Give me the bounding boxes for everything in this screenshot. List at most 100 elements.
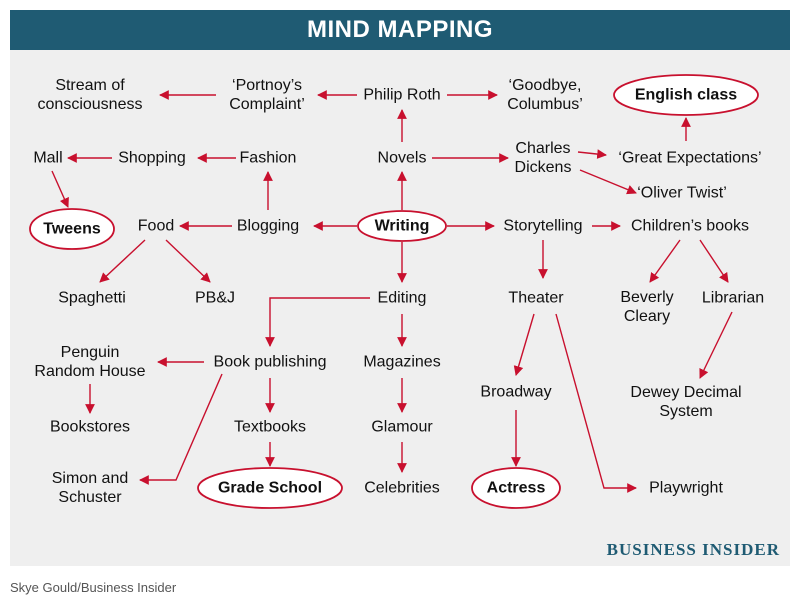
edge-arrow <box>579 169 637 195</box>
node-label: Complaint’ <box>229 96 305 113</box>
edge-arrow <box>51 170 69 208</box>
edge-arrow <box>577 149 607 159</box>
node-label: Fashion <box>240 150 297 167</box>
edges <box>51 90 733 493</box>
brand-logo: BUSINESS INSIDER <box>606 540 780 559</box>
node-label: ‘Goodbye, <box>509 77 582 94</box>
node-label: Actress <box>487 480 546 497</box>
node-label: Mall <box>33 150 62 167</box>
node-label: Bookstores <box>50 419 130 436</box>
node-label: consciousness <box>38 96 143 113</box>
edge-arrow <box>265 297 370 347</box>
edge-arrow <box>139 373 223 485</box>
node-pbj: PB&J <box>195 290 235 307</box>
node-label: Tweens <box>43 221 101 238</box>
node-highlight-ellipse <box>471 467 561 509</box>
node-label: Cleary <box>624 308 670 325</box>
node-label: Dewey Decimal <box>630 384 741 401</box>
node-goodbye: ‘Goodbye, Columbus’ <box>507 77 583 113</box>
node-label: Charles <box>515 140 570 157</box>
edge-arrow <box>165 239 211 283</box>
node-playwright: Playwright <box>649 480 723 497</box>
node-theater: Theater <box>508 290 564 307</box>
nodes: Writing Novels Philip Roth ‘Portnoy’sCompla… <box>29 74 764 509</box>
node-blogging: Blogging <box>237 218 299 235</box>
node-label: PB&J <box>195 290 235 307</box>
node-oliver-twist: ‘Oliver Twist’ <box>637 185 727 202</box>
node-label: Glamour <box>371 419 433 436</box>
node-spaghetti: Spaghetti <box>58 290 126 307</box>
node-great-expectations: ‘Great Expectations’ <box>618 150 761 167</box>
node-highlight-ellipse <box>613 74 759 116</box>
node-highlight-ellipse <box>29 208 115 250</box>
node-label: Storytelling <box>503 218 582 235</box>
node-editing: Editing <box>378 290 427 307</box>
node-food: Food <box>138 218 174 235</box>
node-label: Writing <box>375 218 430 235</box>
node-label: Magazines <box>363 354 440 371</box>
node-librarian: Librarian <box>702 290 764 307</box>
node-philip-roth: Philip Roth <box>363 87 440 104</box>
node-label: Book publishing <box>214 354 327 371</box>
page-title: MIND MAPPING <box>10 10 790 50</box>
node-label: Philip Roth <box>363 87 440 104</box>
node-label: Textbooks <box>234 419 306 436</box>
node-novels: Novels <box>378 150 427 167</box>
node-label: Blogging <box>237 218 299 235</box>
node-label: Librarian <box>702 290 764 307</box>
node-label: Columbus’ <box>507 96 583 113</box>
node-label: Schuster <box>58 489 122 506</box>
node-english-class: English class <box>613 74 759 116</box>
node-label: Theater <box>508 290 564 307</box>
node-label: Grade School <box>218 480 322 497</box>
node-highlight-ellipse <box>197 467 343 509</box>
node-label: ‘Great Expectations’ <box>618 150 761 167</box>
node-storytelling: Storytelling <box>503 218 582 235</box>
node-mall: Mall <box>33 150 62 167</box>
node-label: ‘Portnoy’s <box>232 77 302 94</box>
node-label: Playwright <box>649 480 723 497</box>
node-grade-school: Grade School <box>197 467 343 509</box>
edge-arrow <box>555 313 637 493</box>
node-actress: Actress <box>471 467 561 509</box>
node-broadway: Broadway <box>480 384 551 401</box>
node-label: Food <box>138 218 174 235</box>
node-childrens-books: Children’s books <box>631 218 749 235</box>
node-book-publishing: Book publishing <box>214 354 327 371</box>
node-textbooks: Textbooks <box>234 419 306 436</box>
node-label: Broadway <box>480 384 551 401</box>
edge-arrow <box>649 239 681 283</box>
node-label: Beverly <box>620 289 673 306</box>
node-label: Shopping <box>118 150 186 167</box>
node-label: Children’s books <box>631 218 749 235</box>
edge-arrow <box>513 313 535 376</box>
node-label: Dickens <box>515 159 572 176</box>
mind-map-diagram: Writing Novels Philip Roth ‘Portnoy’sCompla… <box>29 74 764 509</box>
node-bookstores: Bookstores <box>50 419 130 436</box>
node-label: Random House <box>34 363 145 380</box>
node-fashion: Fashion <box>240 150 297 167</box>
edge-arrow <box>699 239 729 283</box>
node-tweens: Tweens <box>29 208 115 250</box>
node-magazines: Magazines <box>363 354 440 371</box>
node-label: Editing <box>378 290 427 307</box>
node-label: System <box>659 403 712 420</box>
edge-arrow <box>699 311 733 379</box>
node-label: ‘Oliver Twist’ <box>637 185 727 202</box>
node-label: Celebrities <box>364 480 440 497</box>
node-label: Simon and <box>52 470 129 487</box>
node-celebrities: Celebrities <box>364 480 440 497</box>
node-label: English class <box>635 87 737 104</box>
node-highlight-ellipse <box>357 210 447 242</box>
node-label: Novels <box>378 150 427 167</box>
node-label: Stream of <box>55 77 125 94</box>
node-stream: Stream of consciousness <box>38 77 143 113</box>
edge-arrow <box>99 239 146 283</box>
node-shopping: Shopping <box>118 150 186 167</box>
node-label: Penguin <box>61 344 120 361</box>
